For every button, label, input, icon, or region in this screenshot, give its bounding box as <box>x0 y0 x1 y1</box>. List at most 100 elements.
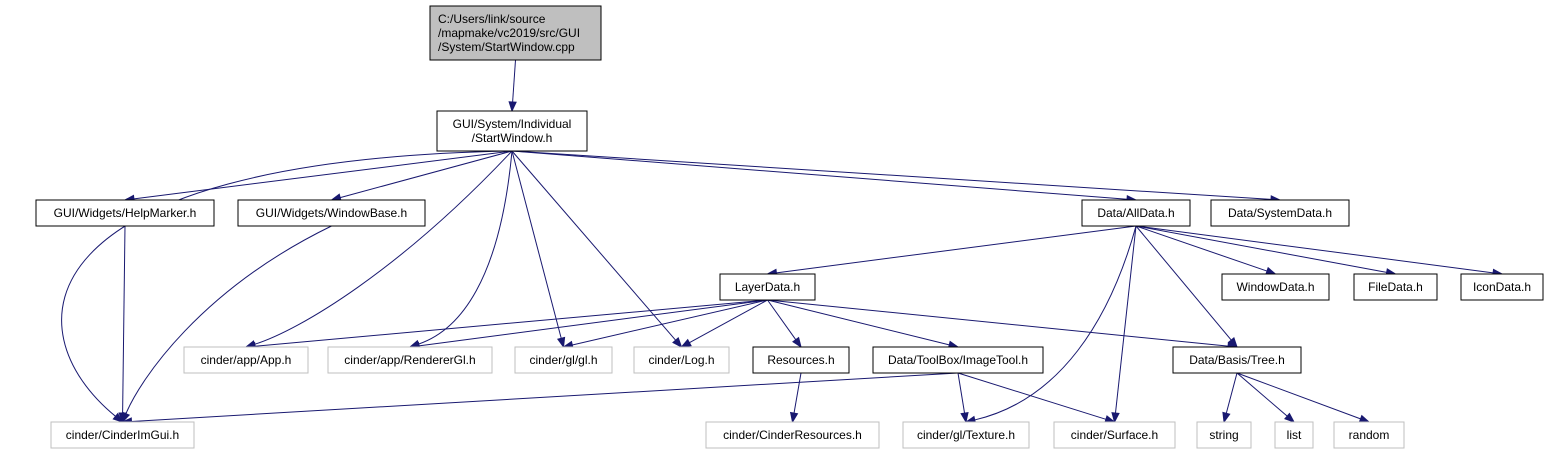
edge-line <box>1135 225 1268 272</box>
edge-line <box>418 150 513 345</box>
edge-line <box>254 150 513 345</box>
node-label-line: /mapmake/vc2019/src/GUI <box>438 26 580 40</box>
node-label-line: WindowData.h <box>1236 280 1314 294</box>
edge-line <box>767 299 797 340</box>
edge-n1-n11 <box>408 150 513 348</box>
node-n1[interactable]: GUI/System/Individual/StartWindow.h <box>436 110 588 152</box>
node-label-line: Resources.h <box>767 353 834 367</box>
edge-n4-n7 <box>1135 225 1277 275</box>
node-box <box>183 346 309 374</box>
edge-n1-n17 <box>61 150 513 423</box>
edge-n6-n14 <box>767 299 802 349</box>
node-n4[interactable]: Data/AllData.h <box>1081 199 1191 227</box>
edge-arrowhead <box>1265 266 1277 275</box>
node-n23: random <box>1333 421 1405 449</box>
edge-n1-n3 <box>330 150 513 202</box>
node-box <box>436 110 588 152</box>
node-box <box>35 199 215 227</box>
node-label-line: Data/Basis/Tree.h <box>1189 353 1285 367</box>
edge-n0-n1 <box>508 59 517 113</box>
node-label-line: IconData.h <box>1473 280 1531 294</box>
edge-n1-n13 <box>511 150 683 349</box>
edge-n4-n20 <box>1111 225 1137 424</box>
node-n0[interactable]: C:/Users/link/source/mapmake/vc2019/src/… <box>429 5 602 61</box>
node-label-line: string <box>1209 428 1238 442</box>
edge-arrowhead <box>556 336 566 349</box>
node-n9[interactable]: IconData.h <box>1460 273 1544 301</box>
node-box <box>1053 421 1176 449</box>
node-box <box>1210 199 1350 227</box>
node-label-line: Data/AllData.h <box>1097 206 1174 220</box>
node-n11: cinder/app/RendererGl.h <box>327 346 493 374</box>
nodes-layer: C:/Users/link/source/mapmake/vc2019/src/… <box>35 5 1544 449</box>
node-label-line: GUI/System/Individual <box>453 117 572 131</box>
node-box <box>429 5 602 61</box>
edge-n1-n10 <box>244 150 513 349</box>
node-n20: cinder/Surface.h <box>1053 421 1176 449</box>
edge-line <box>1135 225 1232 341</box>
edge-arrowhead <box>792 336 802 349</box>
node-n3[interactable]: GUI/Widgets/WindowBase.h <box>237 199 426 227</box>
edge-n1-n12 <box>511 150 566 349</box>
edge-line <box>767 299 1229 347</box>
edge-arrowhead <box>1284 412 1296 423</box>
edge-arrowhead <box>508 101 517 113</box>
edge-line <box>511 150 562 339</box>
edge-n1-n5 <box>511 150 1282 204</box>
node-label-line: cinder/CinderResources.h <box>723 428 862 442</box>
node-n2[interactable]: GUI/Widgets/HelpMarker.h <box>35 199 215 227</box>
edge-line <box>1135 225 1494 274</box>
node-box <box>327 346 493 374</box>
edge-line <box>1225 372 1238 414</box>
edge-line <box>957 372 966 414</box>
node-n19: cinder/gl/Texture.h <box>902 421 1030 449</box>
node-n22: list <box>1274 421 1314 449</box>
node-label-line: /System/StartWindow.cpp <box>438 40 575 54</box>
node-n16[interactable]: Data/Basis/Tree.h <box>1172 346 1302 374</box>
node-box <box>1081 199 1191 227</box>
edge-line <box>511 150 1272 200</box>
edge-line <box>254 299 768 347</box>
node-n6[interactable]: LayerData.h <box>719 273 816 301</box>
node-label-line: random <box>1349 428 1390 442</box>
node-n14[interactable]: Resources.h <box>752 346 850 374</box>
node-box <box>1353 273 1438 301</box>
edge-arrowhead <box>1222 411 1231 424</box>
edge-n15-n17 <box>121 372 959 426</box>
edge-line <box>418 299 768 347</box>
edge-n4-n19 <box>964 225 1137 424</box>
edge-line <box>793 372 802 414</box>
edge-arrowhead <box>789 411 799 424</box>
node-label-line: cinder/gl/gl.h <box>529 353 597 367</box>
edge-line <box>512 59 516 103</box>
edge-line <box>511 150 676 341</box>
node-n18: cinder/CinderResources.h <box>705 421 880 449</box>
edge-n4-n9 <box>1135 225 1504 277</box>
node-box <box>1274 421 1314 449</box>
edge-line <box>133 150 513 200</box>
node-n21: string <box>1196 421 1252 449</box>
edge-arrowhead <box>672 337 683 349</box>
edge-line <box>511 150 1128 200</box>
edge-n1-n2 <box>123 150 513 204</box>
node-label-line: LayerData.h <box>735 280 800 294</box>
edge-n14-n18 <box>789 372 802 424</box>
node-n12: cinder/gl/gl.h <box>514 346 613 374</box>
edge-n6-n16 <box>767 299 1239 351</box>
edge-arrowhead <box>680 338 692 348</box>
node-box <box>1196 421 1252 449</box>
edge-n6-n11 <box>408 299 768 350</box>
edge-n16-n23 <box>1236 372 1371 423</box>
edge-line <box>767 299 950 346</box>
edge-line <box>572 299 768 346</box>
edge-line <box>776 225 1137 274</box>
edge-line <box>131 372 959 422</box>
node-n7[interactable]: WindowData.h <box>1221 273 1330 301</box>
node-label-line: cinder/app/App.h <box>201 353 292 367</box>
edge-n1-n4 <box>511 150 1138 204</box>
edge-line <box>122 225 126 414</box>
node-n8[interactable]: FileData.h <box>1353 273 1438 301</box>
node-n5[interactable]: Data/SystemData.h <box>1210 199 1350 227</box>
node-n15[interactable]: Data/ToolBox/ImageTool.h <box>872 346 1044 374</box>
node-label-line: cinder/app/RendererGl.h <box>344 353 475 367</box>
